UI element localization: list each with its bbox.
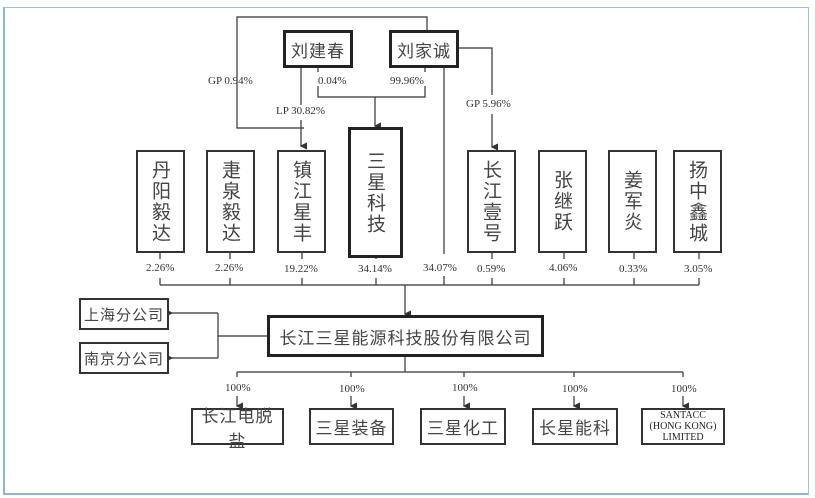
shareholder-box: 姜军炎 <box>608 150 657 253</box>
label-gp-left: GP 0.94% <box>208 75 253 87</box>
pct-label: 0.33% <box>619 263 648 275</box>
pct-label: 19.22% <box>284 263 318 275</box>
subsidiary-box: 三星装备 <box>309 408 394 445</box>
pct-label: 0.59% <box>477 263 506 275</box>
pct-label: 3.05% <box>684 263 713 275</box>
pct-label: 34.07% <box>423 262 457 274</box>
subsidiary-name-line: (HONG KONG) <box>649 421 717 432</box>
subsidiary-name-line: SANTACC <box>660 410 706 421</box>
shareholder-box: 丹阳毅达 <box>136 150 185 253</box>
shareholder-box: 疌泉毅达 <box>206 150 255 253</box>
pct-label: 100% <box>671 383 697 395</box>
pct-label: 100% <box>562 383 588 395</box>
line-gp-left <box>236 16 428 129</box>
person-box-liu-jiacheng: 刘家诚 <box>389 30 459 68</box>
label-99-96: 99.96% <box>390 75 424 87</box>
pct-label: 100% <box>225 382 251 394</box>
label-gp-right: GP 5.96% <box>466 98 511 110</box>
pct-label: 34.14% <box>358 263 392 275</box>
line-bracket <box>317 86 426 98</box>
diagram-frame <box>3 7 809 495</box>
line-gp-right <box>458 47 493 95</box>
pct-label: 2.26% <box>146 262 175 274</box>
shareholder-box: 镇江星丰 <box>277 150 326 253</box>
label-lp: LP 30.82% <box>276 105 326 117</box>
main-company-box: 长江三星能源科技股份有限公司 <box>267 315 544 357</box>
pct-label: 100% <box>452 382 478 394</box>
subsidiary-box: 长江电脱盐 <box>191 407 284 452</box>
person-box-liu-jianchun: 刘建春 <box>283 30 353 68</box>
pct-label: 4.06% <box>549 262 578 274</box>
shareholder-box-sanxing-keji: 三星科技 <box>348 127 403 258</box>
pct-label: 100% <box>339 383 365 395</box>
shareholder-box: 张继跃 <box>538 150 587 253</box>
branch-box-shanghai: 上海分公司 <box>79 298 169 330</box>
label-0-04: 0.04% <box>318 75 347 87</box>
branch-box-nanjing: 南京分公司 <box>79 342 169 374</box>
subsidiary-box: 长星能科 <box>532 408 618 445</box>
subsidiary-name-line: LIMITED <box>662 432 704 443</box>
shareholder-box: 长江壹号 <box>467 150 516 253</box>
subsidiary-box: 三星化工 <box>420 408 506 445</box>
shareholder-box: 扬中鑫城 <box>673 150 722 253</box>
subsidiary-box-santacc: SANTACC (HONG KONG) LIMITED <box>641 408 725 445</box>
pct-label: 2.26% <box>215 262 244 274</box>
